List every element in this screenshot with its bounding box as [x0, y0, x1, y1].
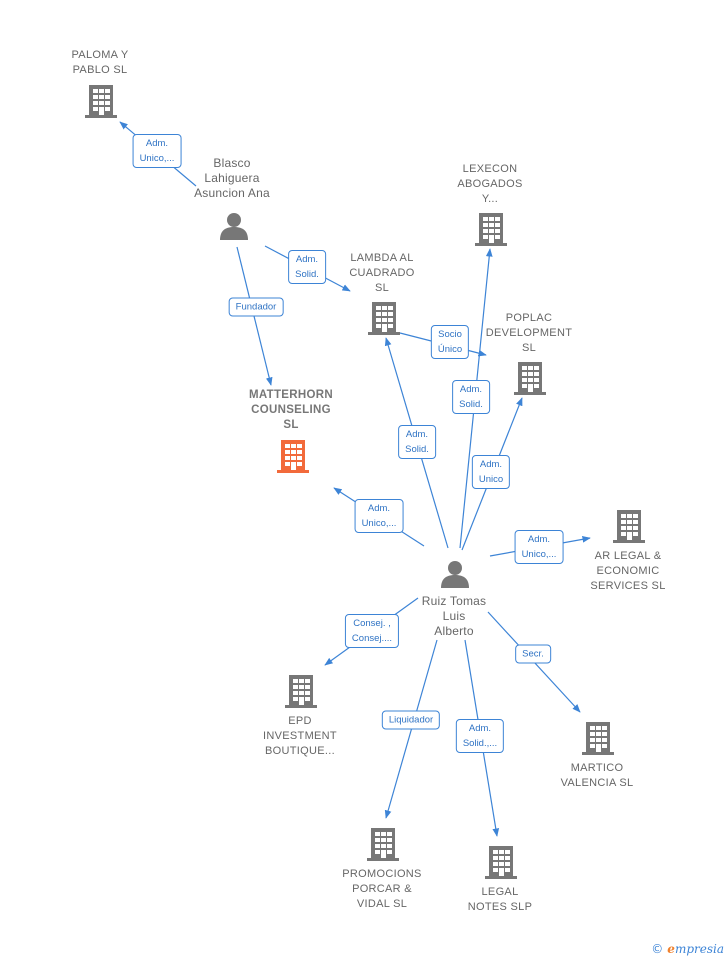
- edge-label-ruiz-to-promocions[interactable]: Liquidador: [381, 710, 441, 730]
- node-label-poplac[interactable]: POPLAC DEVELOPMENT SL: [485, 312, 573, 354]
- building-icon-paloma[interactable]: [85, 85, 117, 118]
- copyright-icon: ©: [651, 942, 664, 956]
- brand-footer: ©empresia: [651, 942, 724, 956]
- building-icon-martico[interactable]: [582, 722, 614, 755]
- node-label-ruiz[interactable]: Ruiz Tomas Luis Alberto: [421, 594, 487, 638]
- building-icon-poplac[interactable]: [514, 362, 546, 395]
- node-label-ar_legal[interactable]: AR LEGAL & ECONOMIC SERVICES SL: [590, 550, 666, 592]
- node-label-lambda[interactable]: LAMBDA AL CUADRADO SL: [349, 252, 415, 294]
- edge-label-ruiz-to-legal_notes[interactable]: Adm. Solid.,...: [455, 719, 505, 753]
- node-label-lexecon[interactable]: LEXECON ABOGADOS Y...: [457, 163, 523, 205]
- node-label-legal_notes[interactable]: LEGAL NOTES SLP: [467, 886, 533, 913]
- edge-label-ruiz-to-lexecon[interactable]: Adm. Solid.: [452, 380, 490, 414]
- edge-label-ruiz-to-ar_legal[interactable]: Adm. Unico,...: [514, 530, 564, 564]
- person-icon-ruiz[interactable]: [441, 561, 469, 588]
- edge-label-blasco-to-paloma[interactable]: Adm. Unico,...: [132, 134, 182, 168]
- node-label-martico[interactable]: MARTICO VALENCIA SL: [560, 762, 634, 789]
- building-icon-promocions[interactable]: [367, 828, 399, 861]
- building-icon-epd[interactable]: [285, 675, 317, 708]
- edge-label-ruiz-to-lambda[interactable]: Adm. Solid.: [398, 425, 436, 459]
- edge-label-lambda-to-poplac[interactable]: Socio Único: [430, 325, 470, 359]
- edge-label-blasco-to-lambda[interactable]: Adm. Solid.: [288, 250, 326, 284]
- edge-label-ruiz-to-poplac[interactable]: Adm. Unico: [471, 455, 511, 489]
- node-label-epd[interactable]: EPD INVESTMENT BOUTIQUE...: [263, 715, 337, 757]
- edge-label-ruiz-to-martico[interactable]: Secr.: [515, 644, 551, 664]
- edge-label-ruiz-to-epd[interactable]: Consej. , Consej....: [344, 614, 400, 648]
- edge-label-blasco-to-matterhorn[interactable]: Fundador: [228, 297, 284, 317]
- building-icon-lexecon[interactable]: [475, 213, 507, 246]
- node-label-blasco[interactable]: Blasco Lahiguera Asuncion Ana: [194, 156, 270, 200]
- node-label-promocions[interactable]: PROMOCIONS PORCAR & VIDAL SL: [342, 868, 422, 910]
- building-icon-ar_legal[interactable]: [613, 510, 645, 543]
- building-icon-legal_notes[interactable]: [485, 846, 517, 879]
- building-icon-lambda[interactable]: [368, 302, 400, 335]
- node-label-paloma[interactable]: PALOMA Y PABLO SL: [71, 49, 129, 76]
- person-icon-blasco[interactable]: [220, 213, 248, 240]
- brand-logo-text: mpresia: [674, 942, 724, 956]
- building-icon-matterhorn[interactable]: [277, 440, 309, 473]
- brand-logo-initial: e: [667, 942, 675, 956]
- node-label-matterhorn[interactable]: MATTERHORN COUNSELING SL: [249, 389, 333, 431]
- edge-label-ruiz-to-matterhorn[interactable]: Adm. Unico,...: [354, 499, 404, 533]
